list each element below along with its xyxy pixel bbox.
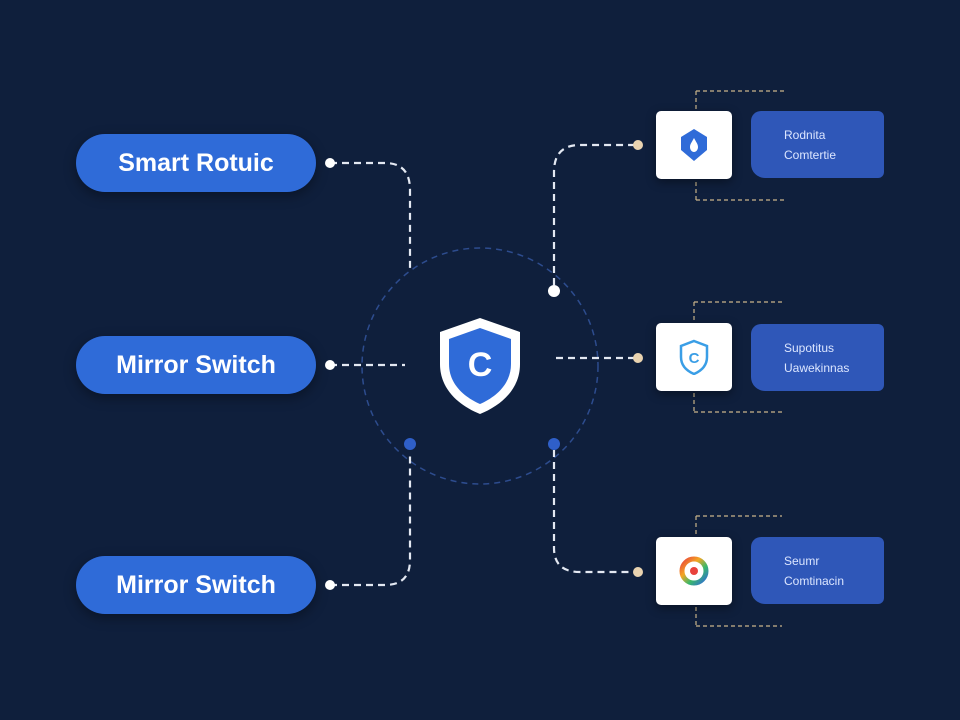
node-label: Mirror Switch	[116, 570, 276, 599]
gradient-ring-icon	[679, 556, 709, 586]
card-line-2: Uawekinnas	[784, 360, 850, 375]
card-line-2: Comtinacin	[784, 573, 845, 588]
hub-dot-top-right	[548, 285, 560, 297]
hub-shield-icon[interactable]: C	[436, 316, 524, 416]
left-connectors	[330, 161, 412, 587]
right-connectors	[552, 143, 636, 574]
node-mirror-switch-1[interactable]: Mirror Switch	[76, 336, 316, 394]
node-mirror-switch-2[interactable]: Mirror Switch	[76, 556, 316, 614]
tile-blue-shield[interactable]	[656, 111, 732, 179]
node-label: Smart Rotuic	[118, 148, 274, 177]
card-line-1: Supotitus	[784, 340, 835, 355]
bracket-bottom	[695, 515, 782, 627]
connector-top	[552, 143, 636, 285]
dot-mirror-1	[325, 360, 335, 370]
connector-mirror-2	[330, 452, 412, 587]
hub-dot-bottom-right	[548, 438, 560, 450]
dot-top	[633, 140, 643, 150]
connector-smart	[330, 161, 412, 272]
card-seumr[interactable]: Seumr Comtinacin	[751, 537, 884, 604]
node-label: Mirror Switch	[116, 350, 276, 379]
tile-c-shield[interactable]: C	[656, 323, 732, 391]
node-smart-rotuic[interactable]: Smart Rotuic	[76, 134, 316, 192]
dot-smart	[325, 158, 335, 168]
dot-bottom	[633, 567, 643, 577]
hub-dots	[404, 285, 560, 450]
c-shield-icon: C	[679, 339, 709, 375]
c-shield-letter: C	[689, 350, 700, 367]
blue-shield-icon	[681, 129, 707, 161]
tile-gradient-ring[interactable]	[656, 537, 732, 605]
card-line-1: Rodnita	[784, 127, 826, 142]
right-dots	[633, 140, 643, 577]
card-line-1: Seumr	[784, 553, 820, 568]
card-rodnita[interactable]: Rodnita Comtertie	[751, 111, 884, 178]
connector-bottom	[552, 450, 636, 574]
dot-mirror-2	[325, 580, 335, 590]
card-supotitus[interactable]: Supotitus Uawekinnas	[751, 324, 884, 391]
tile-brackets	[693, 90, 785, 627]
hub-letter: C	[468, 346, 493, 384]
card-line-2: Comtertie	[784, 147, 837, 162]
hub-dot-bottom-left	[404, 438, 416, 450]
dot-middle	[633, 353, 643, 363]
left-dots	[325, 158, 335, 590]
bracket-middle	[693, 301, 782, 413]
hub-ring	[361, 247, 599, 485]
bracket-top	[695, 90, 785, 201]
